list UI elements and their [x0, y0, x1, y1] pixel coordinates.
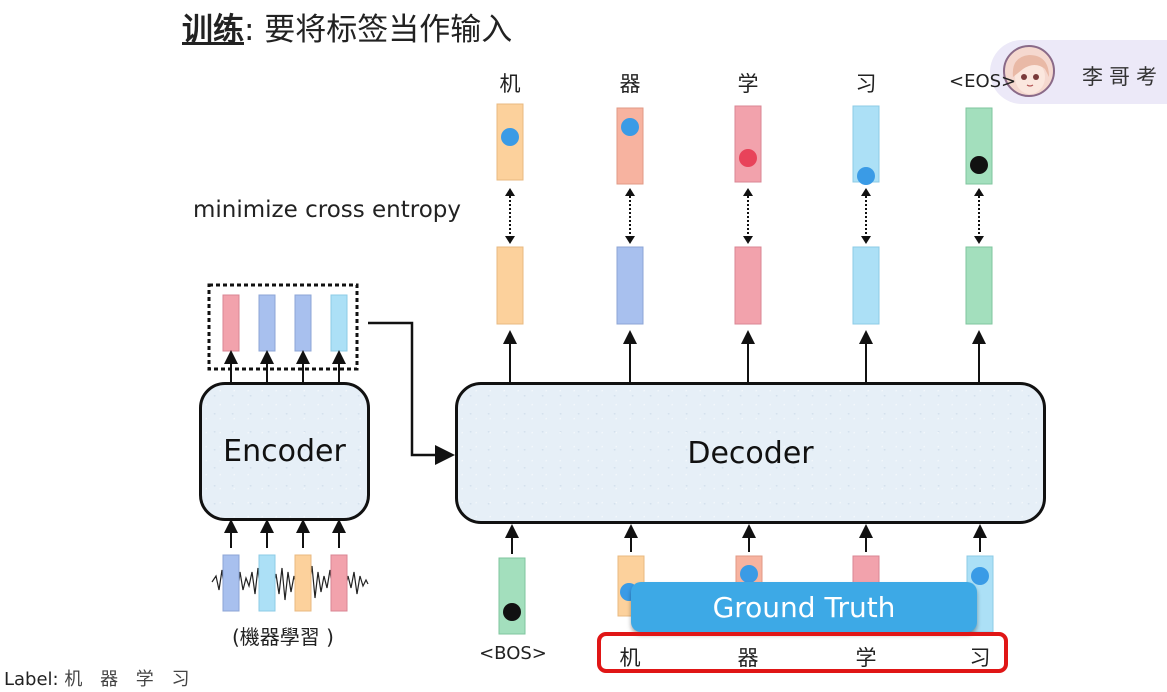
- output-token: 习: [855, 72, 877, 96]
- output-token: 学: [737, 72, 759, 96]
- avatar: [1003, 45, 1055, 97]
- ground-truth-token: 器: [737, 646, 759, 670]
- encoder-output-vector: [294, 294, 312, 352]
- ground-truth-token: 学: [855, 646, 877, 670]
- output-token: 器: [619, 72, 641, 96]
- encoder-output-box: [207, 283, 359, 371]
- distribution-max-dot: [739, 149, 757, 167]
- distribution-max-dot: [970, 156, 988, 174]
- encoder-to-decoder-arrow: [368, 321, 455, 465]
- distribution-max-dot: [501, 128, 519, 146]
- ground-truth-token: 机: [619, 646, 641, 670]
- output-distribution: [616, 107, 644, 185]
- decoder-label: Decoder: [687, 435, 814, 471]
- decoder-output-vector: [616, 246, 644, 325]
- author-name: 李哥考: [1082, 65, 1163, 89]
- speech-feature-vector: [258, 554, 276, 612]
- cross-entropy-links: [509, 192, 980, 240]
- title-rest: : 要将标签当作输入: [244, 12, 513, 48]
- encoder-output-vector: [222, 294, 240, 352]
- ground-truth-highlight: [597, 632, 1008, 673]
- decoder-output-vector: [496, 246, 524, 325]
- decoder-output-vector: [965, 246, 993, 325]
- decoder-output-vector: [734, 246, 762, 325]
- title-bold: 训练: [182, 12, 244, 48]
- footer-label: Label: 机 器 学 习: [4, 665, 196, 691]
- output-distribution: [734, 105, 762, 183]
- decoder-block: Decoder: [455, 382, 1046, 524]
- encoder-block: Encoder: [199, 382, 370, 521]
- speech-feature-vector: [222, 554, 240, 612]
- encoder-label: Encoder: [223, 434, 346, 469]
- bos-dot: [503, 603, 521, 621]
- ground-truth-label: Ground Truth: [712, 590, 896, 624]
- ground-truth-banner: Ground Truth: [631, 582, 977, 632]
- output-token: 机: [499, 72, 521, 96]
- bos-token: <BOS>: [479, 643, 547, 664]
- speech-caption: (機器學習 ): [232, 625, 334, 649]
- loss-note: minimize cross entropy: [193, 197, 462, 223]
- footer-label-key: Label:: [4, 669, 59, 690]
- speech-feature-vector: [294, 554, 312, 612]
- encoder-output-vector: [258, 294, 276, 352]
- speech-feature-vector: [330, 554, 348, 612]
- distribution-max-dot: [857, 167, 875, 185]
- distribution-max-dot: [621, 118, 639, 136]
- decoder-input-vector: [498, 557, 526, 635]
- decoder-output-vector: [852, 246, 880, 325]
- slide-title: 训练: 要将标签当作输入: [182, 4, 512, 49]
- ground-truth-token: 习: [969, 646, 991, 670]
- output-token-eos: <EOS>: [949, 71, 1017, 92]
- avatar-illustration: [1012, 55, 1049, 94]
- footer-label-tokens: 机 器 学 习: [64, 669, 196, 690]
- encoder-output-vector: [330, 294, 348, 352]
- decoder-input-vector: [852, 555, 880, 587]
